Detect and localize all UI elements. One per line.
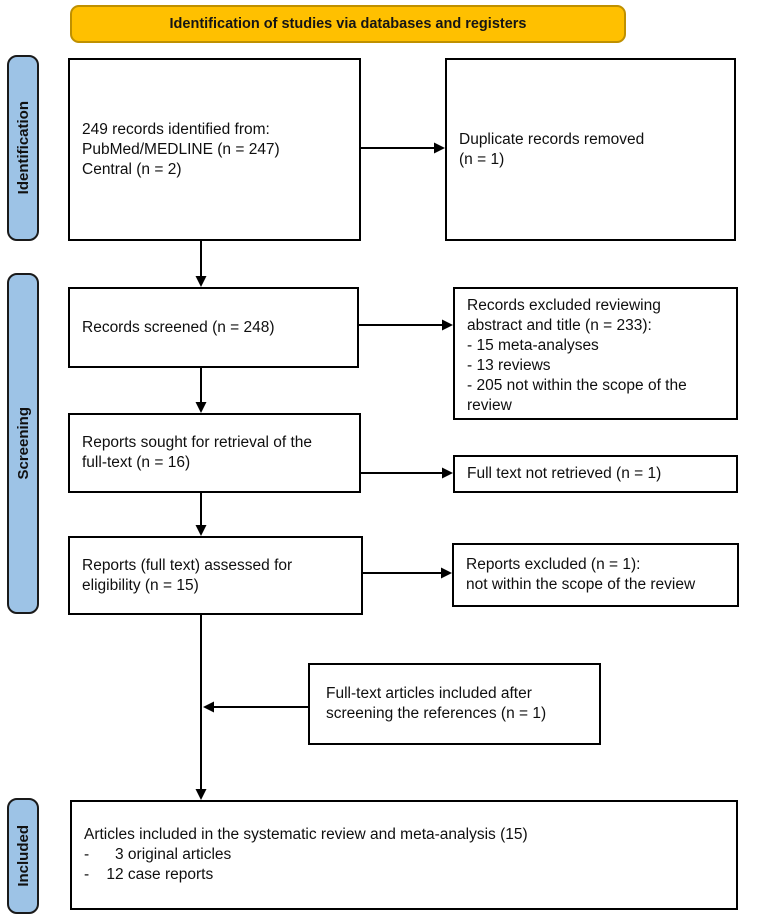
banner-identification-of-studies: Identification of studies via databases … [70, 5, 626, 43]
box-text-line: Full-text articles included after [326, 685, 532, 702]
stage-label-identification: Identification [7, 55, 39, 241]
box-text-line: screening the references (n = 1) [326, 705, 547, 722]
box-text-line: PubMed/MEDLINE (n = 247) [82, 140, 280, 158]
box-duplicate-records-removed: Duplicate records removed (n = 1) [445, 58, 736, 241]
box-text-line: Full text not retrieved (n = 1) [467, 465, 662, 482]
box-text-line: Reports excluded (n = 1): [466, 556, 641, 573]
stage-label-included: Included [7, 798, 39, 914]
box-records-excluded-title-abstract: Records excluded reviewing abstract and … [453, 287, 738, 420]
box-text-line: review [467, 397, 512, 414]
box-text-line: - 205 not within the scope of the [467, 377, 687, 394]
box-text-line: eligibility (n = 15) [82, 576, 199, 594]
box-records-screened: Records screened (n = 248) [68, 287, 359, 368]
stage-label-text: Included [14, 825, 32, 887]
box-text-line: - 13 reviews [467, 357, 551, 374]
box-text-line: not within the scope of the review [466, 576, 696, 593]
stage-label-text: Screening [14, 407, 32, 480]
box-reports-sought: Reports sought for retrieval of the full… [68, 413, 361, 493]
box-text-line: full-text (n = 16) [82, 454, 191, 471]
box-articles-included: Articles included in the systematic revi… [70, 800, 738, 910]
box-text-line: 249 records identified from: [82, 120, 270, 138]
box-reports-excluded-eligibility: Reports excluded (n = 1): not within the… [452, 543, 739, 607]
box-text-line: Reports (full text) assessed for [82, 556, 293, 574]
box-references-screening-included: Full-text articles included after screen… [308, 663, 601, 745]
stage-label-screening: Screening [7, 273, 39, 614]
box-full-text-not-retrieved: Full text not retrieved (n = 1) [453, 455, 738, 493]
box-records-identified: 249 records identified from: PubMed/MEDL… [68, 58, 361, 241]
box-text-line: - 3 original articles [84, 846, 232, 863]
box-text-line: Reports sought for retrieval of the [82, 434, 313, 451]
box-text-line: Articles included in the systematic revi… [84, 826, 528, 843]
box-text-line: - 15 meta-analyses [467, 337, 599, 354]
box-reports-assessed: Reports (full text) assessed for eligibi… [68, 536, 363, 615]
box-text-line: abstract and title (n = 233): [467, 317, 652, 334]
box-text-line: - 12 case reports [84, 866, 214, 883]
box-text-line: Records excluded reviewing [467, 297, 661, 314]
box-text-line: Records screened (n = 248) [82, 318, 275, 336]
box-text-line: Central (n = 2) [82, 160, 182, 178]
stage-label-text: Identification [14, 101, 32, 195]
box-text-line: Duplicate records removed [459, 130, 645, 148]
banner-label: Identification of studies via databases … [169, 16, 527, 32]
box-text-line: (n = 1) [459, 150, 505, 168]
